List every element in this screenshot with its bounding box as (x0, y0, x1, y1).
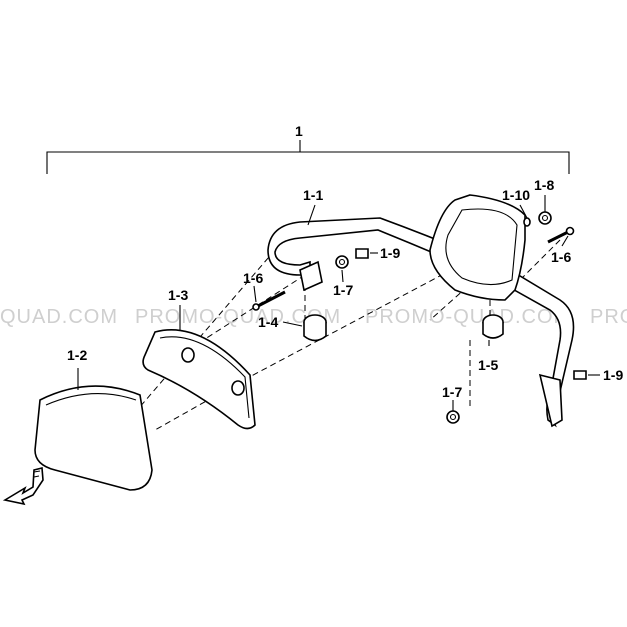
watermark-text: PRO (590, 306, 627, 328)
nut-top (538, 211, 552, 225)
backrest-plate (142, 329, 256, 430)
watermark-text: QUAD.COM (0, 306, 118, 328)
callout-nut-upper: 1-7 (333, 282, 353, 298)
mount-bracket (299, 260, 323, 292)
rack-frame (267, 194, 575, 428)
assembly-bracket (46, 140, 570, 174)
callout-leaders (77, 195, 600, 411)
callout-bolt-left: 1-6 (243, 270, 263, 286)
watermark-text: PROMO-QUAD.COM (135, 306, 341, 328)
front-direction-arrow-icon (2, 466, 44, 506)
washer (523, 217, 531, 227)
backrest-pad (34, 385, 153, 491)
clip-upper (355, 248, 369, 259)
nut-upper (335, 255, 349, 269)
nut-lower (446, 410, 460, 424)
callout-washer: 1-10 (502, 187, 530, 203)
clip-lower (573, 370, 587, 380)
collar-right (482, 314, 504, 339)
callout-rack: 1-1 (303, 187, 323, 203)
bolt-left (252, 290, 286, 311)
callout-bolt-right: 1-6 (551, 249, 571, 265)
callout-pad: 1-2 (67, 347, 87, 363)
callout-assembly: 1 (295, 123, 303, 139)
callout-plate: 1-3 (168, 287, 188, 303)
callout-collar-left: 1-4 (258, 314, 278, 330)
callout-nut-lower: 1-7 (442, 384, 462, 400)
callout-clip-upper: 1-9 (380, 245, 400, 261)
collar-left (303, 314, 327, 342)
watermark-text: PROMO-QUAD.COM (365, 306, 571, 328)
callout-collar-right: 1-5 (478, 357, 498, 373)
bolt-right (547, 226, 575, 244)
callout-clip-lower: 1-9 (603, 367, 623, 383)
callout-nut-top: 1-8 (534, 177, 554, 193)
